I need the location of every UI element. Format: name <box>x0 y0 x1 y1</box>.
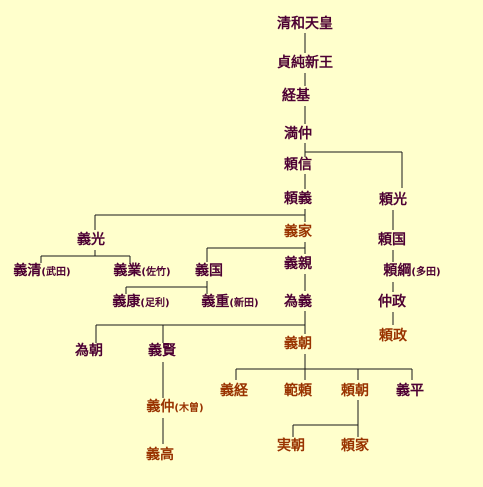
node-yoshitomo: 義朝 <box>284 336 312 352</box>
node-yoritsuna: 頼綱(多田) <box>383 263 440 281</box>
node-yoritomo-name: 頼朝 <box>341 383 369 399</box>
node-yoshichika: 義親 <box>284 256 312 272</box>
node-yorikuni: 頼国 <box>378 232 406 248</box>
node-yoshiyasu-note: (足利) <box>140 298 170 309</box>
node-yorimitsu: 頼光 <box>379 192 407 208</box>
node-yorimasa: 頼政 <box>379 328 407 344</box>
node-yoshinaka-name: 義仲 <box>146 399 175 415</box>
node-tametomo: 為朝 <box>75 343 103 359</box>
node-yoriyoshi: 頼義 <box>284 191 312 207</box>
node-sanetomo: 実朝 <box>277 438 305 454</box>
node-tsunemoto: 経基 <box>282 88 310 104</box>
node-yoriie: 頼家 <box>341 438 369 454</box>
node-yoshikuni-name: 義国 <box>195 263 223 279</box>
node-nakamasa: 仲政 <box>378 294 406 310</box>
node-yoshitaka-name: 義高 <box>146 447 174 463</box>
node-yoshiyasu: 義康(足利) <box>112 294 169 312</box>
node-mitsunaka: 満仲 <box>284 126 312 142</box>
node-yoshitsune: 義経 <box>220 383 248 399</box>
node-nakamasa-name: 仲政 <box>378 294 406 310</box>
node-yoshihira-name: 義平 <box>396 383 424 399</box>
node-seiwa: 清和天皇 <box>277 16 333 32</box>
node-yoshihira: 義平 <box>396 383 424 399</box>
node-yoritsuna-name: 頼綱 <box>383 263 412 279</box>
node-yoshishige-note: (新田) <box>229 298 259 309</box>
node-yoshikata: 義賢 <box>148 343 176 359</box>
node-tameyoshi: 為義 <box>284 294 312 310</box>
node-yorimitsu-name: 頼光 <box>379 192 407 208</box>
node-yoshitsune-name: 義経 <box>220 383 248 399</box>
node-yoshishige-name: 義重 <box>201 294 230 310</box>
node-yoshimitsu: 義光 <box>77 232 105 248</box>
node-yoriie-name: 頼家 <box>341 438 369 454</box>
node-yoshinari-note: (佐竹) <box>141 267 171 278</box>
node-yoshikiyo-note: (武田) <box>41 267 71 278</box>
node-yoshikiyo-name: 義清 <box>13 263 42 279</box>
node-yoritomo: 頼朝 <box>341 383 369 399</box>
node-yoshishige: 義重(新田) <box>201 294 258 312</box>
node-yoshikiyo: 義清(武田) <box>13 263 70 281</box>
node-seiwa-name: 清和天皇 <box>277 16 333 32</box>
node-tsunemoto-name: 経基 <box>282 88 310 104</box>
node-yoshiie-name: 義家 <box>284 224 312 240</box>
node-sanetomo-name: 実朝 <box>277 438 305 454</box>
node-yorikuni-name: 頼国 <box>378 232 406 248</box>
node-yorinobu: 頼信 <box>284 157 312 173</box>
node-yoshimitsu-name: 義光 <box>77 232 105 248</box>
node-yoshinari-name: 義業 <box>113 263 142 279</box>
node-yoritsuna-note: (多田) <box>411 267 441 278</box>
node-yoriyoshi-name: 頼義 <box>284 191 312 207</box>
node-yorimasa-name: 頼政 <box>379 328 407 344</box>
node-sadazumi-name: 貞純新王 <box>277 55 333 71</box>
node-noriyori-name: 範頼 <box>284 383 312 399</box>
node-yoshikata-name: 義賢 <box>148 343 176 359</box>
node-noriyori: 範頼 <box>284 383 312 399</box>
node-yoshikuni: 義国 <box>195 263 223 279</box>
node-yorinobu-name: 頼信 <box>284 157 312 173</box>
node-yoshitomo-name: 義朝 <box>284 336 312 352</box>
node-sadazumi: 貞純新王 <box>277 55 333 71</box>
node-yoshinaka-note: (木曽) <box>174 403 204 414</box>
node-yoshiie: 義家 <box>284 224 312 240</box>
node-yoshichika-name: 義親 <box>284 256 312 272</box>
node-yoshitaka: 義高 <box>146 447 174 463</box>
node-mitsunaka-name: 満仲 <box>284 126 312 142</box>
node-yoshinari: 義業(佐竹) <box>113 263 170 281</box>
node-tameyoshi-name: 為義 <box>284 294 312 310</box>
node-yoshiyasu-name: 義康 <box>112 294 141 310</box>
node-yoshinaka: 義仲(木曽) <box>146 399 203 417</box>
node-tametomo-name: 為朝 <box>75 343 103 359</box>
